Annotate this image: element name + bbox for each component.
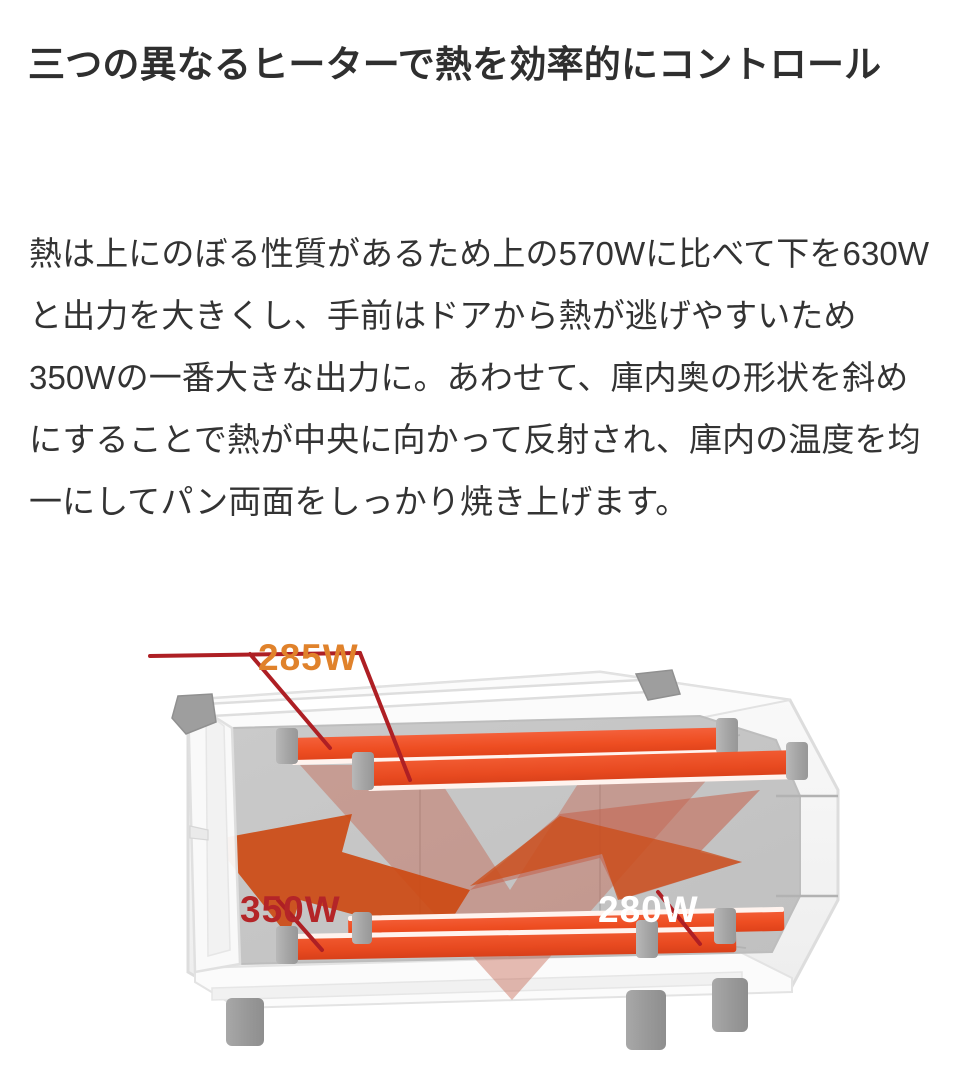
bottom-heater-bar-front	[290, 926, 737, 960]
heat-flow-arrows	[212, 765, 760, 1000]
arrow-front-heat	[212, 814, 470, 938]
heater-diagram-figure: 285W 350W 280W	[0, 600, 965, 1080]
page-title: 三つの異なるヒーターで熱を効率的にコントロール	[28, 43, 882, 85]
callout-leader-lines	[148, 651, 702, 952]
label-280w: 280W	[598, 889, 699, 930]
arrow-center-wedge	[470, 816, 742, 900]
top-heater-bar-front	[352, 742, 808, 791]
heater-bracket-bottom-left	[276, 926, 298, 964]
label-350w: 350W	[240, 889, 341, 930]
door-hinge-notch	[189, 825, 209, 841]
heater-bracket-bottom-mid	[636, 920, 658, 958]
heater-bracket-bottom-midleft	[352, 912, 372, 944]
heater-bracket-front-right	[786, 742, 808, 780]
leader-285w-fork-a	[248, 652, 332, 750]
label-285w: 285W	[258, 637, 359, 678]
heater-bracket-bottom-right	[714, 908, 736, 944]
heater-bracket-rear-right	[716, 718, 738, 754]
oven-feet	[226, 978, 748, 1050]
bottom-heater-group	[276, 906, 785, 964]
oven-door-panel	[171, 669, 681, 974]
foot-front-right	[626, 990, 666, 1050]
body-paragraph: 熱は上にのぼる性質があるため上の570Wに比べて下を630Wと出力を大きくし、手…	[29, 235, 930, 521]
leader-285w-fork-b	[358, 651, 412, 782]
foot-rear-right	[712, 978, 748, 1032]
door-handle-endcap-right	[634, 669, 681, 701]
leader-280w	[656, 890, 702, 946]
leader-285w-horizontal	[148, 651, 362, 658]
door-handle-endcap-left	[171, 693, 217, 735]
door-inner-frame	[205, 710, 231, 957]
toaster-oven-illustration: 285W 350W 280W	[148, 637, 840, 1050]
heater-bar-rear-highlight	[292, 749, 722, 765]
heater-bar-bottom-front-highlight	[290, 926, 736, 939]
heater-bracket-rear-left	[276, 728, 298, 764]
heater-bar-front-highlight	[368, 773, 806, 791]
foot-front-left	[226, 998, 264, 1046]
heater-bracket-front-left	[352, 752, 374, 790]
leader-350w	[276, 898, 324, 952]
